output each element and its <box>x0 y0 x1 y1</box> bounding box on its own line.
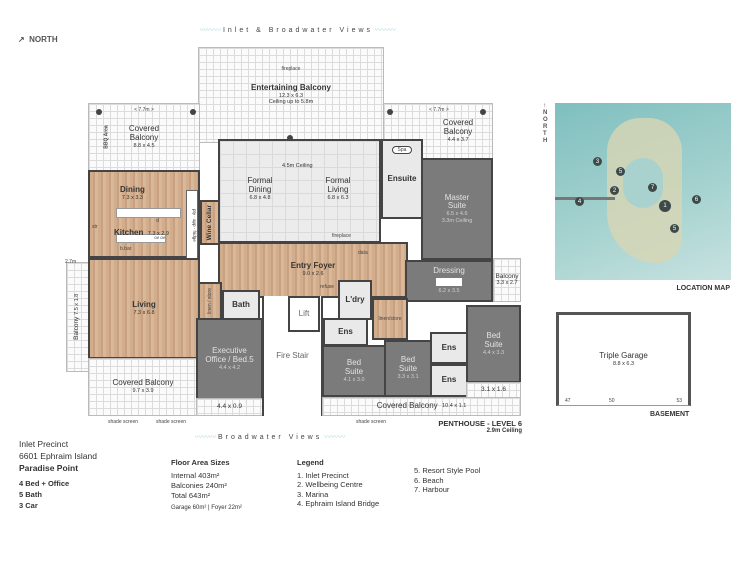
location-map: 1 2 3 4 5 5 6 7 <box>555 103 731 280</box>
arrow-northeast-icon: ↗ <box>18 35 25 44</box>
location-map-title: LOCATION MAP <box>676 285 730 292</box>
ensuite-2: Ens <box>430 332 468 364</box>
ensuite: Spa Ensuite <box>381 139 423 219</box>
bridge <box>555 197 615 200</box>
map-pin: 5 <box>670 224 679 233</box>
balcony-left: 2.7m Balcony 7.5 x 1.8 <box>65 259 89 372</box>
map-pin: 4 <box>575 197 584 206</box>
linen-store-2: linen/store <box>372 298 408 340</box>
north-indicator: ↗ NORTH <box>18 35 58 44</box>
map-pin: 6 <box>692 195 701 204</box>
map-pin: 1 <box>659 200 671 212</box>
map-pin: 3 <box>593 157 602 166</box>
kitchen-storage: pty · app · fridge <box>186 190 198 260</box>
map-pin: 7 <box>648 183 657 192</box>
shade-screen-label: shade screen <box>108 419 139 425</box>
top-views-label: 〰〰〰 Inlet & Broadwater Views 〰〰〰 <box>200 27 396 34</box>
bath: Bath <box>222 290 260 320</box>
map-pin: 2 <box>610 186 619 195</box>
bed-suite-3-balcony: 3.1 x 1.6 <box>466 382 521 398</box>
laundry: L'dry <box>338 280 372 320</box>
ensuite-1: Ens <box>323 318 368 346</box>
shade-screen-label: shade screen <box>356 419 387 425</box>
linen-store: linen / store <box>198 282 222 320</box>
covered-balcony-bottom-right: Covered Balcony 10.4 x 1.1 <box>322 397 521 416</box>
lift: Lift <box>288 296 320 332</box>
ensuite-3: Ens <box>430 364 468 397</box>
wine-cellar: Wine Cellar <box>200 200 220 245</box>
basement-title: BASEMENT <box>650 411 690 418</box>
bottom-views-label: 〰〰〰 Broadwater Views 〰〰〰 <box>195 434 346 441</box>
shade-screen-label: shade screen <box>156 419 187 425</box>
map-pin: 5 <box>616 167 625 176</box>
map-north-indicator: ↑ NORTH <box>543 103 548 144</box>
office-balcony: 4.4 x 0.9 <box>196 398 263 416</box>
harbour-water <box>623 158 663 208</box>
